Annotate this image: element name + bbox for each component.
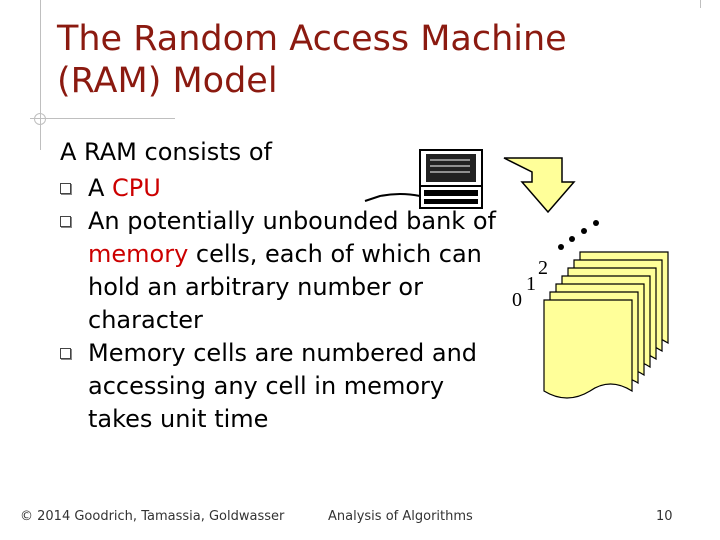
decorative-circle	[34, 113, 46, 125]
bullet-box-icon	[60, 216, 71, 227]
bullet-box-icon	[60, 183, 71, 194]
memory-label-1: 1	[526, 273, 536, 295]
intro-text: A RAM consists of	[60, 138, 272, 166]
memory-label-2: 2	[538, 257, 548, 279]
memory-cells-icon	[543, 251, 669, 399]
computer-icon	[364, 149, 483, 209]
footer-course: Analysis of Algorithms	[328, 509, 473, 524]
footer-copyright: © 2014 Goodrich, Tamassia, Goldwasser	[20, 509, 285, 524]
bullet-text: Memory cells are numbered and accessing …	[88, 339, 478, 433]
bullet-highlight: CPU	[112, 174, 161, 202]
bullet-text: A	[88, 174, 113, 202]
bullet-text-rest: cells, each of which can hold an arbitra…	[88, 240, 482, 334]
bullet-text: An potentially unbounded bank of	[88, 207, 496, 235]
slide-title: The Random Access Machine (RAM) Model	[57, 19, 567, 101]
footer-page-number: 10	[656, 509, 673, 524]
decorative-vertical-line	[40, 0, 41, 150]
down-arrow-icon	[503, 157, 576, 214]
bullet-item: Memory cells are numbered and accessing …	[60, 337, 500, 436]
bullet-list: A CPU An potentially unbounded bank of m…	[60, 172, 500, 436]
ellipsis-dots	[558, 220, 599, 250]
bullet-item: An potentially unbounded bank of memory …	[60, 205, 500, 337]
decorative-horizontal-line	[30, 118, 175, 119]
bullet-item: A CPU	[60, 172, 500, 205]
bullet-box-icon	[60, 348, 71, 359]
memory-label-0: 0	[512, 289, 522, 311]
decorative-right-line	[700, 0, 701, 8]
bullet-highlight: memory	[88, 240, 189, 268]
